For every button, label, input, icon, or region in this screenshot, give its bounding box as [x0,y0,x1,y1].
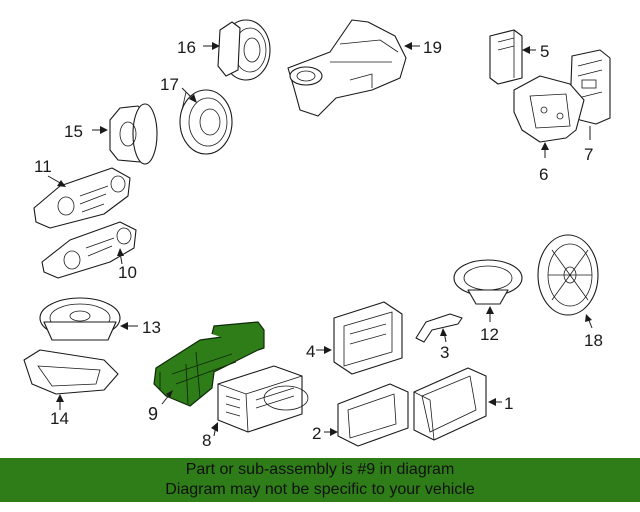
callout-16: 16 [177,38,196,57]
callout-14: 14 [50,409,69,428]
callout-19: 19 [423,38,442,57]
part-16-speaker[interactable] [217,19,271,81]
callout-17: 17 [160,75,179,94]
callout-13: 13 [142,318,161,337]
part-12-speaker[interactable] [453,259,523,305]
info-banner: Part or sub-assembly is #9 in diagram Di… [0,458,640,502]
part-18-speaker[interactable] [537,234,599,316]
exploded-parts-diagram: 16 19 17 15 5 7 [23,19,611,450]
callout-18: 18 [584,331,603,350]
part-13-woofer[interactable] [39,297,121,341]
part-4-module[interactable] [333,301,403,375]
callout-6: 6 [539,165,548,184]
banner-line-1: Part or sub-assembly is #9 in diagram [185,461,455,478]
part-9-flange [211,321,265,351]
part-11-control-panel[interactable] [33,167,131,229]
callout-2: 2 [312,424,321,443]
part-3-bracket[interactable] [415,313,463,343]
callout-9: 9 [148,404,158,424]
part-19-bracket[interactable] [287,19,407,117]
part-14-cover[interactable] [23,349,119,395]
part-17-speaker[interactable] [179,89,233,155]
callout-7: 7 [584,145,593,164]
callout-8: 8 [202,431,211,450]
callout-4: 4 [306,342,315,361]
callout-3: 3 [440,343,449,362]
callout-11: 11 [34,157,52,176]
callout-15: 15 [64,122,83,141]
part-1-display[interactable] [413,367,487,441]
callout-1: 1 [504,394,513,413]
callout-10: 10 [118,263,137,282]
part-8-receiver[interactable] [217,365,309,433]
callout-12: 12 [480,325,499,344]
part-2-display[interactable] [337,383,409,447]
part-9-highlighted-bracket[interactable] [153,321,265,407]
part-6-bracket[interactable] [513,75,585,143]
part-5-module[interactable] [489,29,523,85]
part-10-control-panel[interactable] [41,221,137,279]
banner-line-2: Diagram may not be specific to your vehi… [165,481,475,498]
part-15-speaker[interactable] [109,103,158,165]
callout-5: 5 [540,42,549,61]
